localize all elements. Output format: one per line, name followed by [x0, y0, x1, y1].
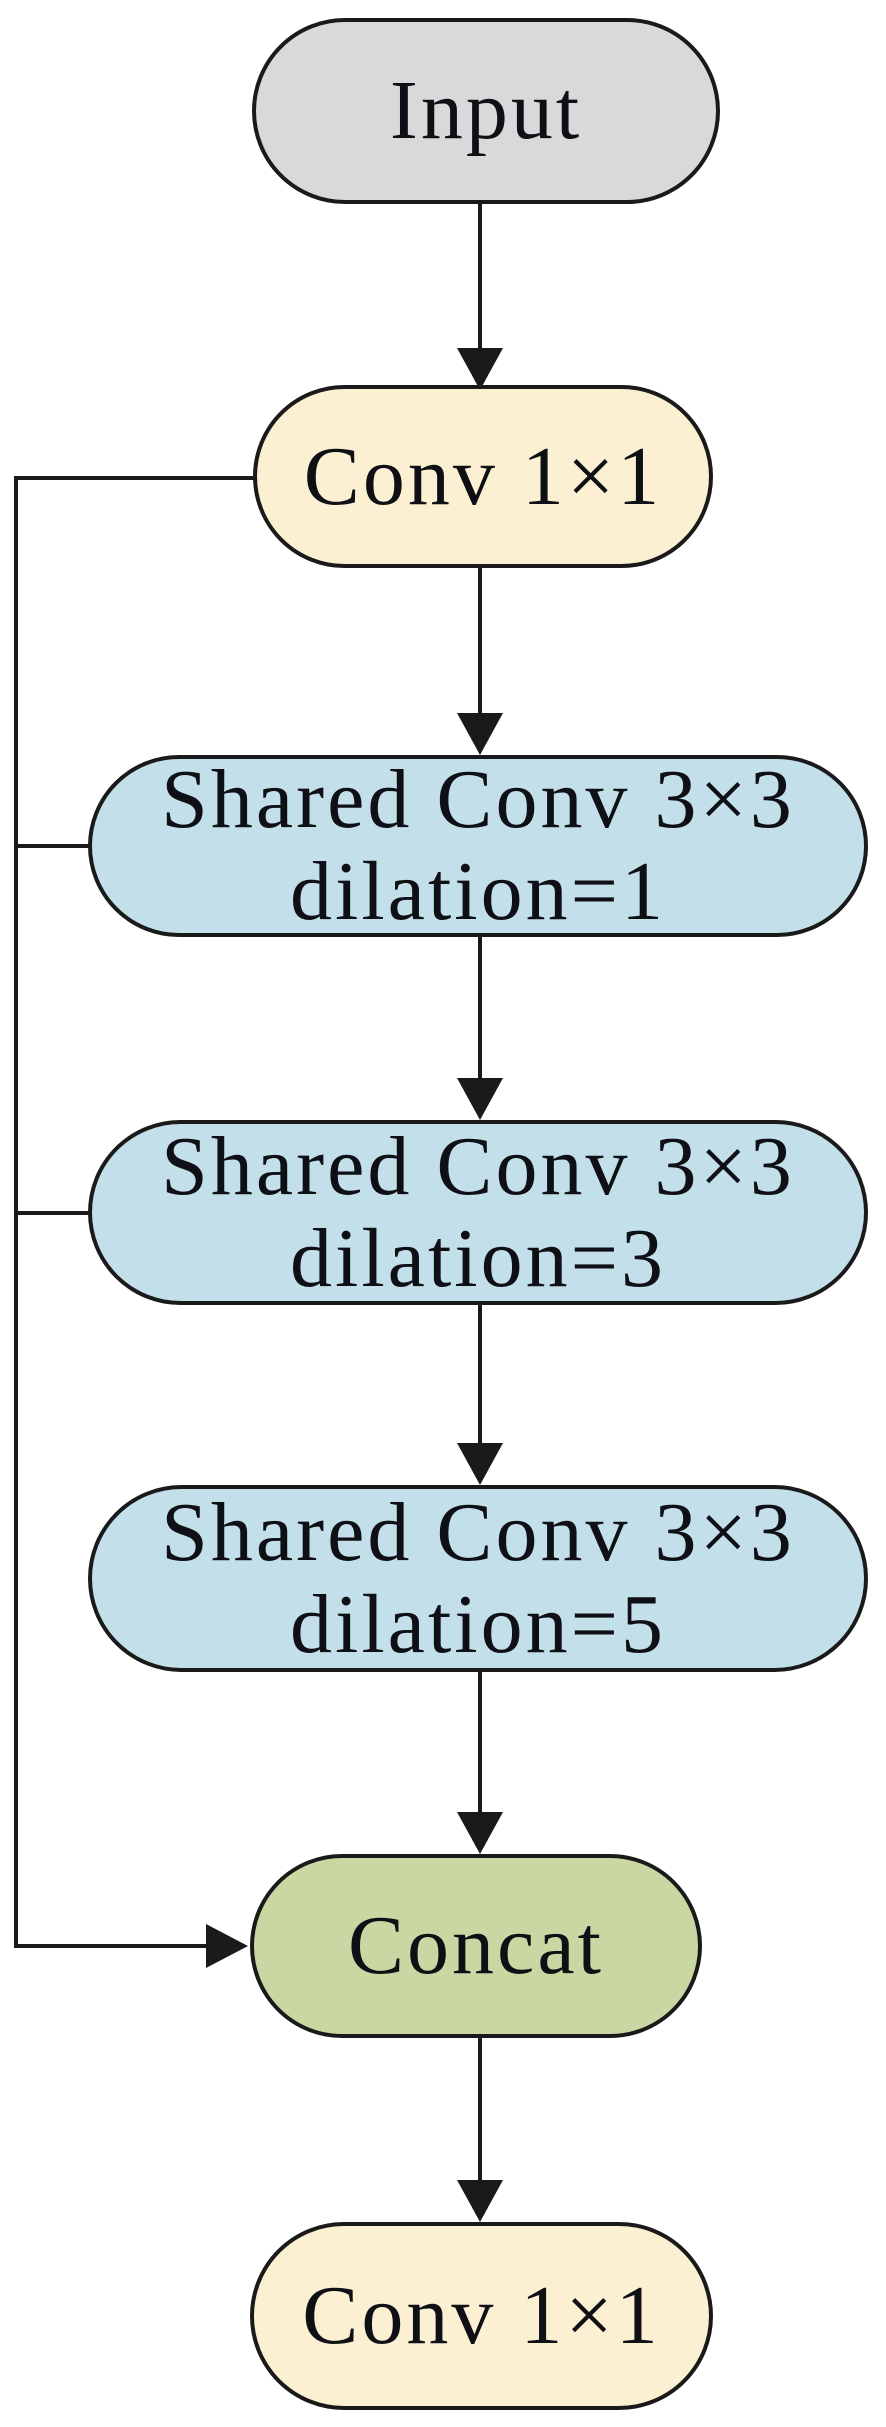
- node-concat: Concat: [250, 1854, 702, 2038]
- node-conv-1x1-bottom: Conv 1×1: [250, 2222, 713, 2410]
- arrow-down-icon: [457, 1443, 503, 1485]
- arrow-down-icon: [457, 1812, 503, 1854]
- arrow-right-icon: [206, 1924, 248, 1968]
- node-shared-conv-dilation3: Shared Conv 3×3 dilation=3: [88, 1120, 868, 1305]
- arrow-down-icon: [457, 2180, 503, 2222]
- node-conv-1x1-bottom-label: Conv 1×1: [302, 2269, 661, 2362]
- node-input: Input: [252, 18, 720, 204]
- node-shared-conv-dilation1: Shared Conv 3×3 dilation=1: [88, 753, 868, 938]
- node-input-label: Input: [389, 64, 583, 157]
- node-shared-conv-dilation5-line1: Shared Conv 3×3: [161, 1485, 795, 1579]
- arrow-down-icon: [457, 1078, 503, 1120]
- node-concat-label: Concat: [348, 1899, 604, 1992]
- node-conv-1x1-top: Conv 1×1: [253, 385, 713, 568]
- node-shared-conv-dilation1-line2: dilation=1: [289, 845, 666, 938]
- arrow-down-icon: [457, 713, 503, 755]
- node-shared-conv-dilation5-line2: dilation=5: [289, 1577, 666, 1671]
- node-shared-conv-dilation5: Shared Conv 3×3 dilation=5: [88, 1485, 868, 1672]
- node-shared-conv-dilation3-line1: Shared Conv 3×3: [161, 1119, 795, 1213]
- arrow-down-icon: [457, 348, 503, 390]
- node-shared-conv-dilation1-line1: Shared Conv 3×3: [161, 753, 795, 846]
- node-shared-conv-dilation3-line2: dilation=3: [289, 1211, 666, 1305]
- node-conv-1x1-top-label: Conv 1×1: [303, 429, 663, 523]
